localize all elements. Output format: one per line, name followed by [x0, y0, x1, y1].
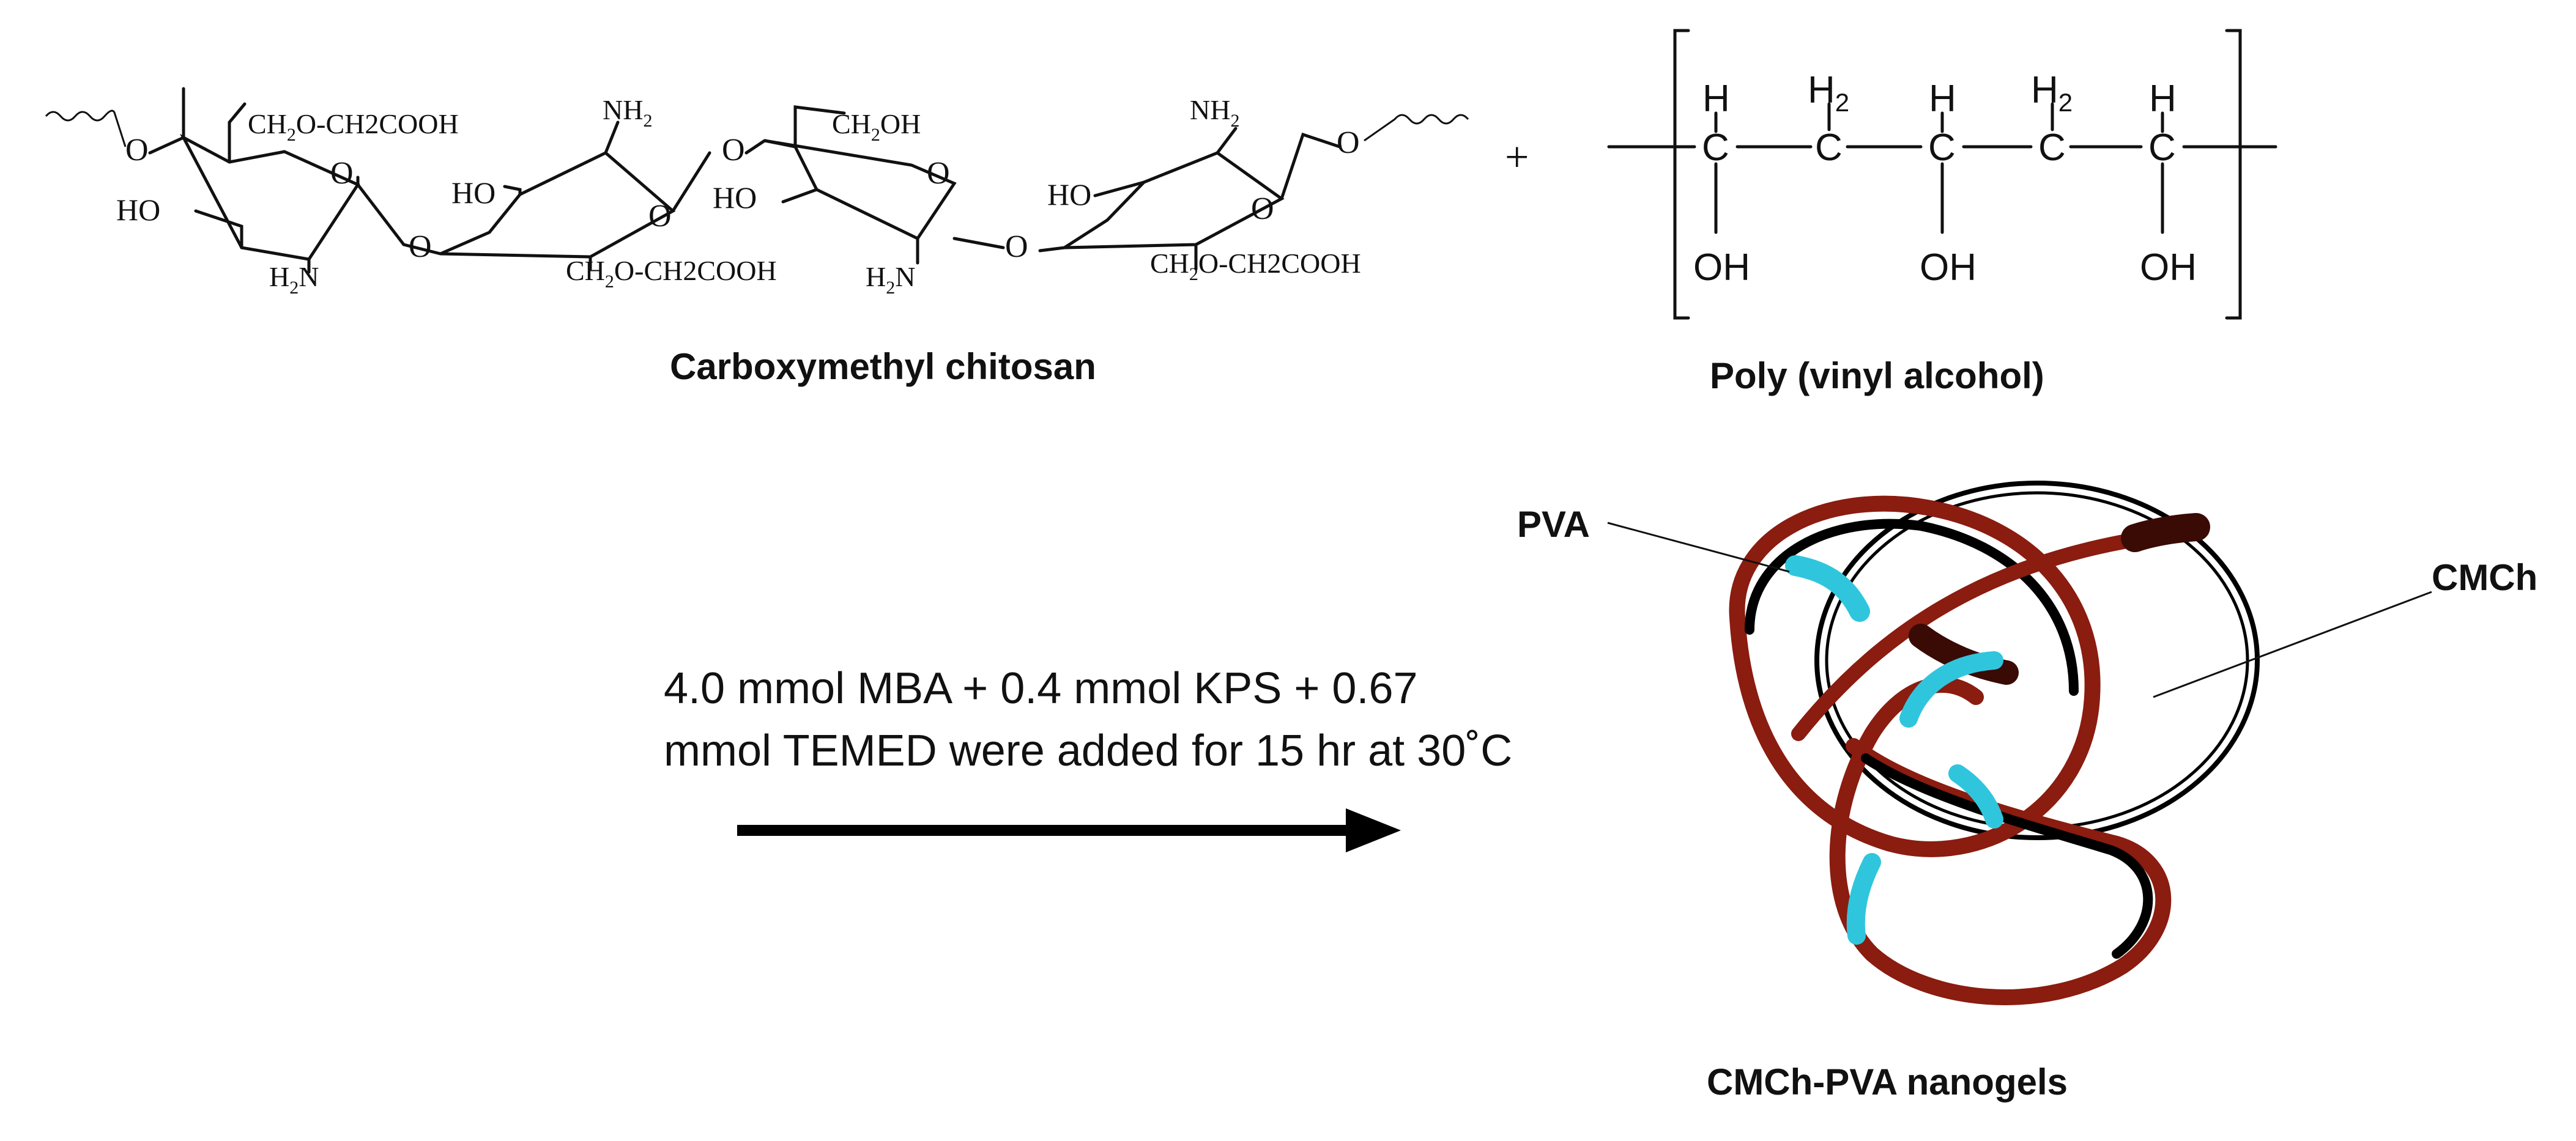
- reaction-conditions: 4.0 mmol MBA + 0.4 mmol KPS + 0.67 mmol …: [664, 664, 1512, 852]
- cmch-strand-loop-large: [1729, 495, 2101, 857]
- chain-end-right: [1364, 114, 1469, 142]
- glucosamine-ring-3: [744, 105, 1005, 265]
- pva-segment: [1899, 651, 2003, 728]
- right-bracket: [2225, 29, 2242, 320]
- cmch-callout-label: CMCh: [2432, 557, 2537, 598]
- nanogel-illustration: PVA CMCh CMCh-PVA nanogels: [1517, 481, 2537, 1102]
- o-linkage-label: O: [125, 133, 149, 168]
- plus-sign: +: [1505, 134, 1529, 181]
- amine-label: H2N: [866, 261, 915, 298]
- carbon-label: C: [1815, 127, 1843, 169]
- h2-label: H2: [2031, 69, 2073, 117]
- carboxymethyl-chitosan-structure: O CH2O-CH2COOH O HO H2N O NH2 HO O CH2O-…: [45, 87, 1469, 387]
- hydroxyl-label: HO: [713, 180, 757, 215]
- glycosidic-oxygen-label: O: [722, 133, 745, 168]
- ring-oxygen-label: O: [1251, 191, 1274, 226]
- carboxymethyl-chitosan-title: Carboxymethyl chitosan: [670, 346, 1096, 387]
- h2-label: H2: [1808, 69, 1849, 117]
- pva-segment: [1948, 764, 2003, 829]
- glycosidic-oxygen-label: O: [409, 229, 432, 264]
- glycosidic-oxygen-label: O: [1005, 229, 1028, 264]
- amine-label: H2N: [269, 261, 319, 298]
- poly-vinyl-alcohol-title: Poly (vinyl alcohol): [1710, 355, 2044, 396]
- glucosamine-ring-2: [402, 120, 711, 271]
- hydroxyl-label: HO: [451, 175, 496, 210]
- cmch-strand-lower-loop: [1829, 677, 2172, 1005]
- ring-oxygen-label: O: [648, 199, 672, 234]
- ch2-label: CH2O-CH2COOH: [248, 108, 459, 145]
- o-linkage-label: O: [1337, 125, 1360, 160]
- ch2oh-label: CH2OH: [832, 108, 921, 145]
- left-bracket: [1673, 29, 1690, 320]
- pva-segment: [1846, 853, 1881, 945]
- outer-ring-outline: [1814, 481, 2260, 840]
- ch2-label: CH2O-CH2COOH: [566, 255, 777, 292]
- glucosamine-ring-4: [1038, 127, 1342, 271]
- poly-vinyl-alcohol-structure: H H H H2 H2 C C C C C OH OH OH Poly (vin…: [1607, 29, 2277, 396]
- h-label: H: [1702, 78, 1730, 120]
- pva-callout-label: PVA: [1517, 504, 1590, 545]
- conditions-line-1: 4.0 mmol MBA + 0.4 mmol KPS + 0.67: [664, 664, 1418, 713]
- ring-oxygen-label: O: [927, 156, 950, 191]
- conditions-line-2: mmol TEMED were added for 15 hr at 30˚C: [664, 726, 1512, 775]
- hydroxyl-label: OH: [1920, 246, 1977, 289]
- cmch-strand-diagonal: [1791, 525, 2197, 741]
- carbon-label: C: [1928, 127, 1956, 169]
- h-label: H: [1929, 78, 1956, 120]
- pva-callout-line: [1607, 522, 1790, 573]
- ch2-label: CH2O-CH2COOH: [1150, 248, 1361, 284]
- cmch-pva-nanogels-title: CMCh-PVA nanogels: [1707, 1062, 2068, 1102]
- h-label: H: [2149, 78, 2177, 120]
- cmch-callout-line: [2153, 591, 2432, 698]
- carbon-label: C: [2148, 127, 2176, 169]
- amine-label: NH2: [1190, 94, 1239, 131]
- hydroxyl-label: HO: [116, 193, 160, 227]
- glucosamine-ring-1: [148, 87, 406, 274]
- hydroxyl-label: OH: [1693, 246, 1750, 289]
- carbon-label: C: [1702, 127, 1729, 169]
- chain-end-left: [45, 109, 127, 147]
- amine-label: NH2: [603, 94, 652, 131]
- ring-oxygen-label: O: [330, 156, 354, 191]
- hydroxyl-label: HO: [1047, 177, 1091, 212]
- pva-segment: [1785, 555, 1870, 622]
- hydroxyl-label: OH: [2140, 246, 2197, 289]
- carbon-label: C: [2038, 127, 2066, 169]
- reaction-arrow-head: [1346, 808, 1401, 852]
